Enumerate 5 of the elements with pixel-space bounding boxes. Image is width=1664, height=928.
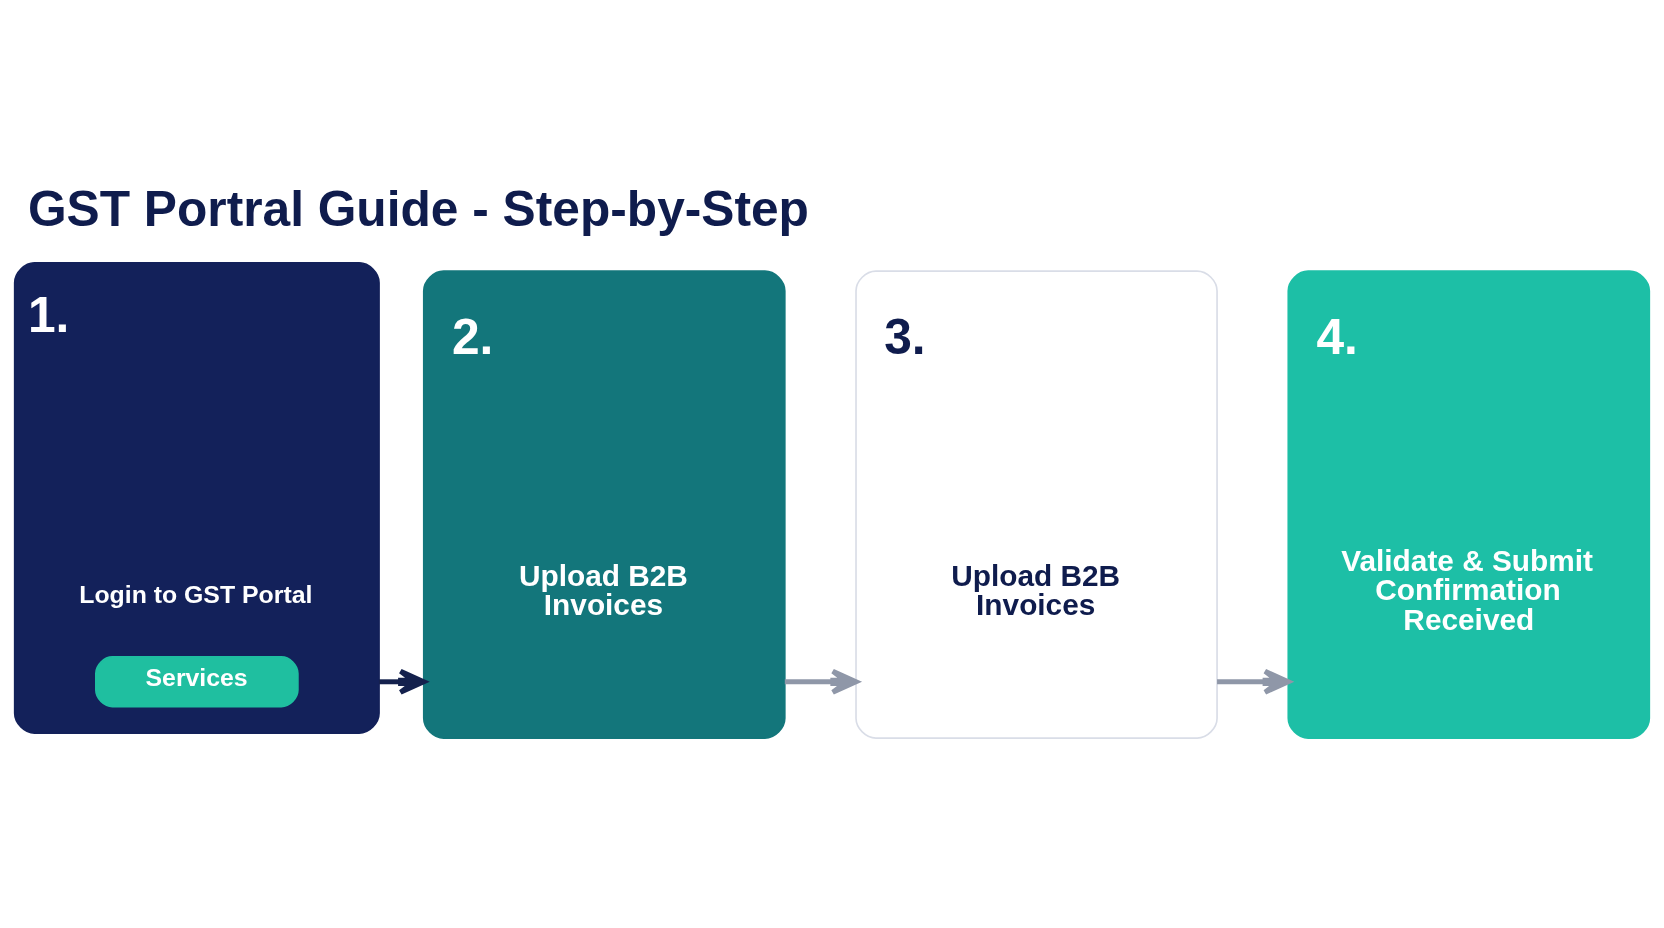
node-box: Services xyxy=(95,656,299,708)
diagram-title: GST Portral Guide - Step-by-Step xyxy=(27,181,809,238)
arrow xyxy=(784,668,859,695)
arrow xyxy=(1217,668,1291,695)
arrow xyxy=(379,668,427,695)
